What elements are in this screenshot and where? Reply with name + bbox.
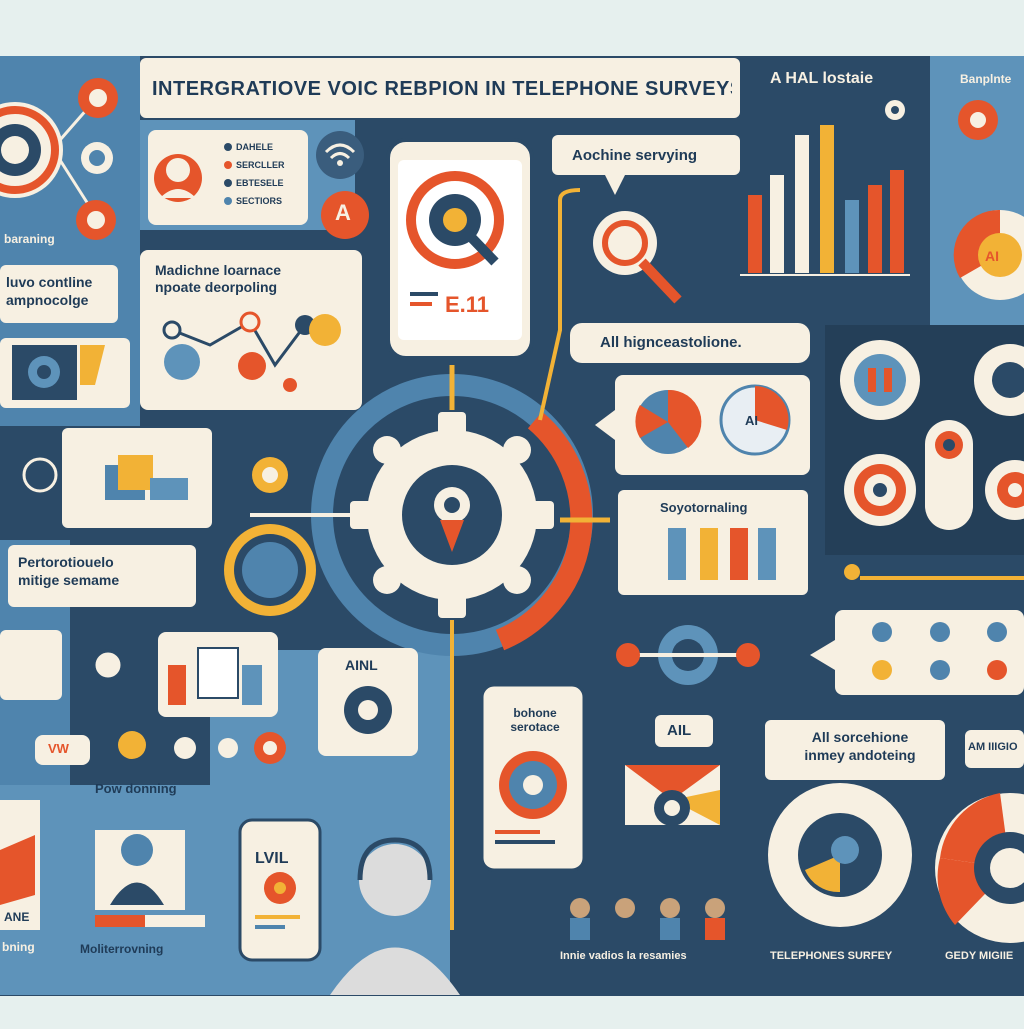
card-left-bottom: [8, 545, 196, 607]
card-left-text: luvo contline ampnocolge: [6, 274, 93, 308]
phone-number: E.11: [445, 292, 490, 317]
ail-label: AIL: [667, 722, 692, 739]
card-left: [0, 265, 118, 323]
vw-label: VW: [48, 741, 69, 756]
sorcehione-text: All sorcehione inmey andoteing: [804, 729, 916, 763]
label-hal: A HAL lostaie: [770, 70, 874, 87]
phone-card-text: bohone serotace: [510, 706, 560, 734]
bottom-left-ane: ANE: [4, 910, 30, 924]
bottom-left-label: bning: [2, 940, 35, 954]
bottom-left-text2: Moliterrovning: [80, 942, 164, 956]
headset-person: [359, 844, 431, 916]
right-edge-text: AM IIIGIO: [968, 741, 1018, 753]
label-left-warning: baraning: [4, 232, 55, 246]
machine-learning-text: Madichne loarnace npoate deorpoling: [155, 262, 282, 295]
badge-a: [321, 191, 369, 239]
people-group: [570, 898, 725, 940]
machine-serving-text: Aochine servying: [572, 147, 698, 164]
dash-line-1: DAHELE: [236, 142, 274, 152]
pie-ai-label: AI: [745, 413, 758, 428]
title-banner: [140, 58, 740, 118]
dash-line-2: SERCLLER: [236, 160, 285, 170]
profile-card: [148, 130, 308, 225]
ribbon-ai-text: All hignceastolione.: [600, 334, 742, 351]
dash-line-3: EBTESELE: [236, 178, 284, 188]
dash-line-4: SECTIORS: [236, 196, 283, 206]
badge-a-letter: A: [335, 200, 351, 225]
lvil-label: LVIL: [255, 850, 289, 867]
bottom-people-label: Innie vadios la resamies: [560, 950, 687, 962]
ribbon-ai: [570, 323, 810, 363]
badge-ail: [655, 715, 713, 747]
bubble-machine-serving: [552, 135, 740, 175]
bottom-right-label: GEDY MIGIIE: [945, 950, 1014, 962]
badge-vw: [35, 735, 90, 765]
right-ai-label: AI: [985, 248, 999, 264]
label-top-right: Banplnte: [960, 72, 1012, 86]
bars-title: Soyotornaling: [660, 500, 748, 515]
bottom-survey-label: TELEPHONES SURFEY: [770, 950, 893, 962]
card-left-bottom-text: Pertorotiouelo mitige semame: [18, 554, 120, 588]
card-sorcehione: [765, 720, 945, 780]
ainl-label: AINL: [345, 657, 378, 673]
pon-damning: Pow donning: [95, 781, 177, 796]
page-title: INTERGRATIOVE VOIC REBPION IN TELEPHONE …: [152, 78, 732, 100]
